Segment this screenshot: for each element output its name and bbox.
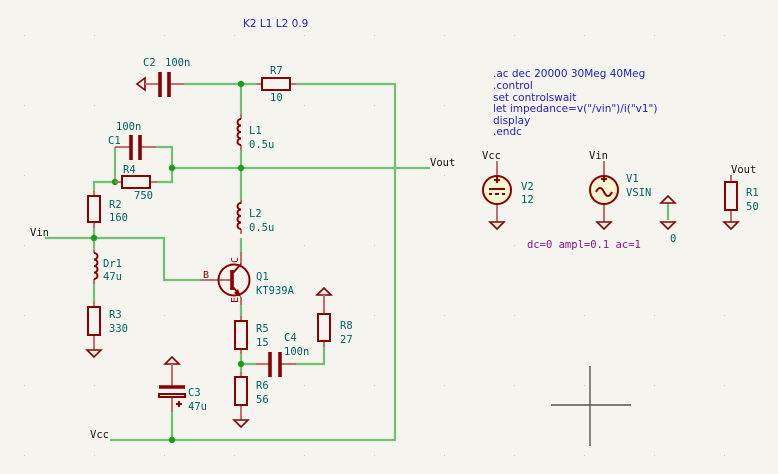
inductor-dr1[interactable]: Dr1 47u [93, 250, 122, 284]
junctions [90, 80, 245, 444]
directive-line: .endc [493, 126, 522, 138]
net-label-vin[interactable]: Vin [30, 227, 49, 239]
component-value: 47u [188, 401, 207, 413]
component-value: 12 [521, 194, 534, 206]
junction-dot [168, 164, 176, 172]
wire[interactable] [295, 343, 326, 366]
component-value: 160 [109, 212, 128, 224]
wire[interactable] [92, 180, 115, 193]
component-value: 330 [109, 323, 128, 335]
component-value: 47u [103, 271, 122, 283]
component-ref: C3 [188, 387, 201, 399]
resistor-r4[interactable]: R4 750 [115, 164, 157, 202]
ground-icon [595, 221, 613, 231]
power-flag-icon [163, 355, 181, 365]
component-value: 100n [165, 57, 190, 69]
component-ref: C2 [143, 57, 156, 69]
component-ref: R7 [270, 65, 283, 77]
pin-label-emitter: E [230, 297, 241, 303]
ground-icon [85, 349, 103, 359]
component-ref: Dr1 [103, 258, 122, 270]
component-ref: C1 [108, 135, 121, 147]
net-label-vcc: Vcc [482, 150, 501, 162]
pin-label-base: B [203, 270, 209, 281]
ground-net-0[interactable]: 0 [659, 194, 677, 245]
resistor-r7[interactable]: R7 10 [256, 65, 296, 104]
resistor-r8[interactable]: R8 27 [315, 286, 353, 347]
component-value: 27 [340, 334, 353, 346]
junction-dot [237, 164, 245, 172]
capacitor-c3[interactable]: C3 47u [158, 355, 207, 413]
inductor-l1[interactable]: L1 0.5u [236, 114, 275, 151]
component-ref: R2 [109, 199, 122, 211]
resistor-r1[interactable]: Vout R1 50 [722, 164, 759, 231]
component-ref: R3 [109, 309, 122, 321]
junction-dot [90, 234, 98, 242]
grid [24, 35, 725, 456]
component-ref: V2 [521, 181, 534, 193]
component-ref: C4 [284, 332, 297, 344]
component-value: 50 [746, 201, 759, 213]
component-value: 100n [284, 346, 309, 358]
junction-dot [237, 80, 245, 88]
power-flag-icon [315, 286, 333, 296]
transistor-q1[interactable]: B C E Q1 KT939A [200, 252, 295, 305]
directive-line: .ac dec 20000 30Meg 40Meg [493, 68, 645, 80]
ground-icon [135, 76, 146, 92]
resistor-r6[interactable]: R6 56 [232, 372, 269, 429]
capacitor-c1[interactable]: C1 100n [108, 121, 156, 160]
pin-label-collector: C [230, 257, 241, 263]
resistor-r3[interactable]: R3 330 [85, 302, 128, 359]
directive-line: display [493, 115, 530, 127]
wire[interactable] [172, 82, 397, 442]
component-ref: L1 [249, 125, 262, 137]
component-value: 10 [270, 92, 283, 104]
inductor-l2[interactable]: L2 0.5u [236, 200, 275, 234]
net-label-vout[interactable]: Vout [430, 157, 455, 169]
wire-vin[interactable] [45, 236, 200, 282]
component-ref: R8 [340, 320, 353, 332]
component-ref: R5 [256, 323, 269, 335]
directive-line: .control [493, 80, 533, 92]
junction-dot [237, 360, 245, 368]
capacitor-c2[interactable]: C2 100n [135, 57, 190, 97]
voltage-source-v1[interactable]: Vin V1 VSIN dc=0 ampl=0.1 ac=1 [527, 150, 651, 251]
component-ref: R4 [123, 164, 136, 176]
component-value: 100n [116, 121, 141, 133]
resistor-r5[interactable]: R5 15 [234, 316, 269, 354]
source-params: dc=0 ampl=0.1 ac=1 [527, 239, 641, 251]
component-ref: R1 [746, 187, 759, 199]
component-ref: V1 [626, 173, 639, 185]
spice-directive[interactable]: .ac dec 20000 30Meg 40Meg .control set c… [493, 68, 657, 138]
net-label-vcc[interactable]: Vcc [90, 429, 109, 441]
resistor-r2[interactable]: R2 160 [87, 191, 128, 228]
junction-dot [168, 436, 176, 444]
directive-line: let impedance=v("/vin")/i("v1") [493, 103, 657, 115]
component-value: 0.5u [249, 222, 274, 234]
directive-line: set controlswait [493, 92, 576, 104]
ground-icon [232, 419, 250, 429]
component-value: 0.5u [249, 139, 274, 151]
ground-icon [488, 221, 506, 231]
component-value: 15 [256, 337, 269, 349]
component-value: VSIN [626, 187, 651, 199]
component-value: 750 [134, 190, 153, 202]
voltage-source-v2[interactable]: Vcc V2 12 [482, 150, 534, 231]
wire[interactable] [156, 145, 174, 184]
capacitor-c4[interactable]: C4 100n [256, 332, 309, 377]
component-value: KT939A [256, 285, 295, 297]
ground-value: 0 [670, 233, 676, 245]
crosshair-cursor-icon [551, 366, 631, 446]
component-ref: Q1 [256, 271, 269, 283]
net-label-vin: Vin [589, 150, 608, 162]
ground-icon [722, 221, 740, 231]
component-ref: L2 [249, 208, 262, 220]
coupling-directive[interactable]: K2 L1 L2 0.9 [243, 18, 308, 30]
power-flag-icon [659, 194, 677, 204]
net-label-vout: Vout [731, 164, 756, 176]
ground-icon [659, 221, 677, 231]
component-ref: R6 [256, 380, 269, 392]
component-value: 56 [256, 394, 269, 406]
